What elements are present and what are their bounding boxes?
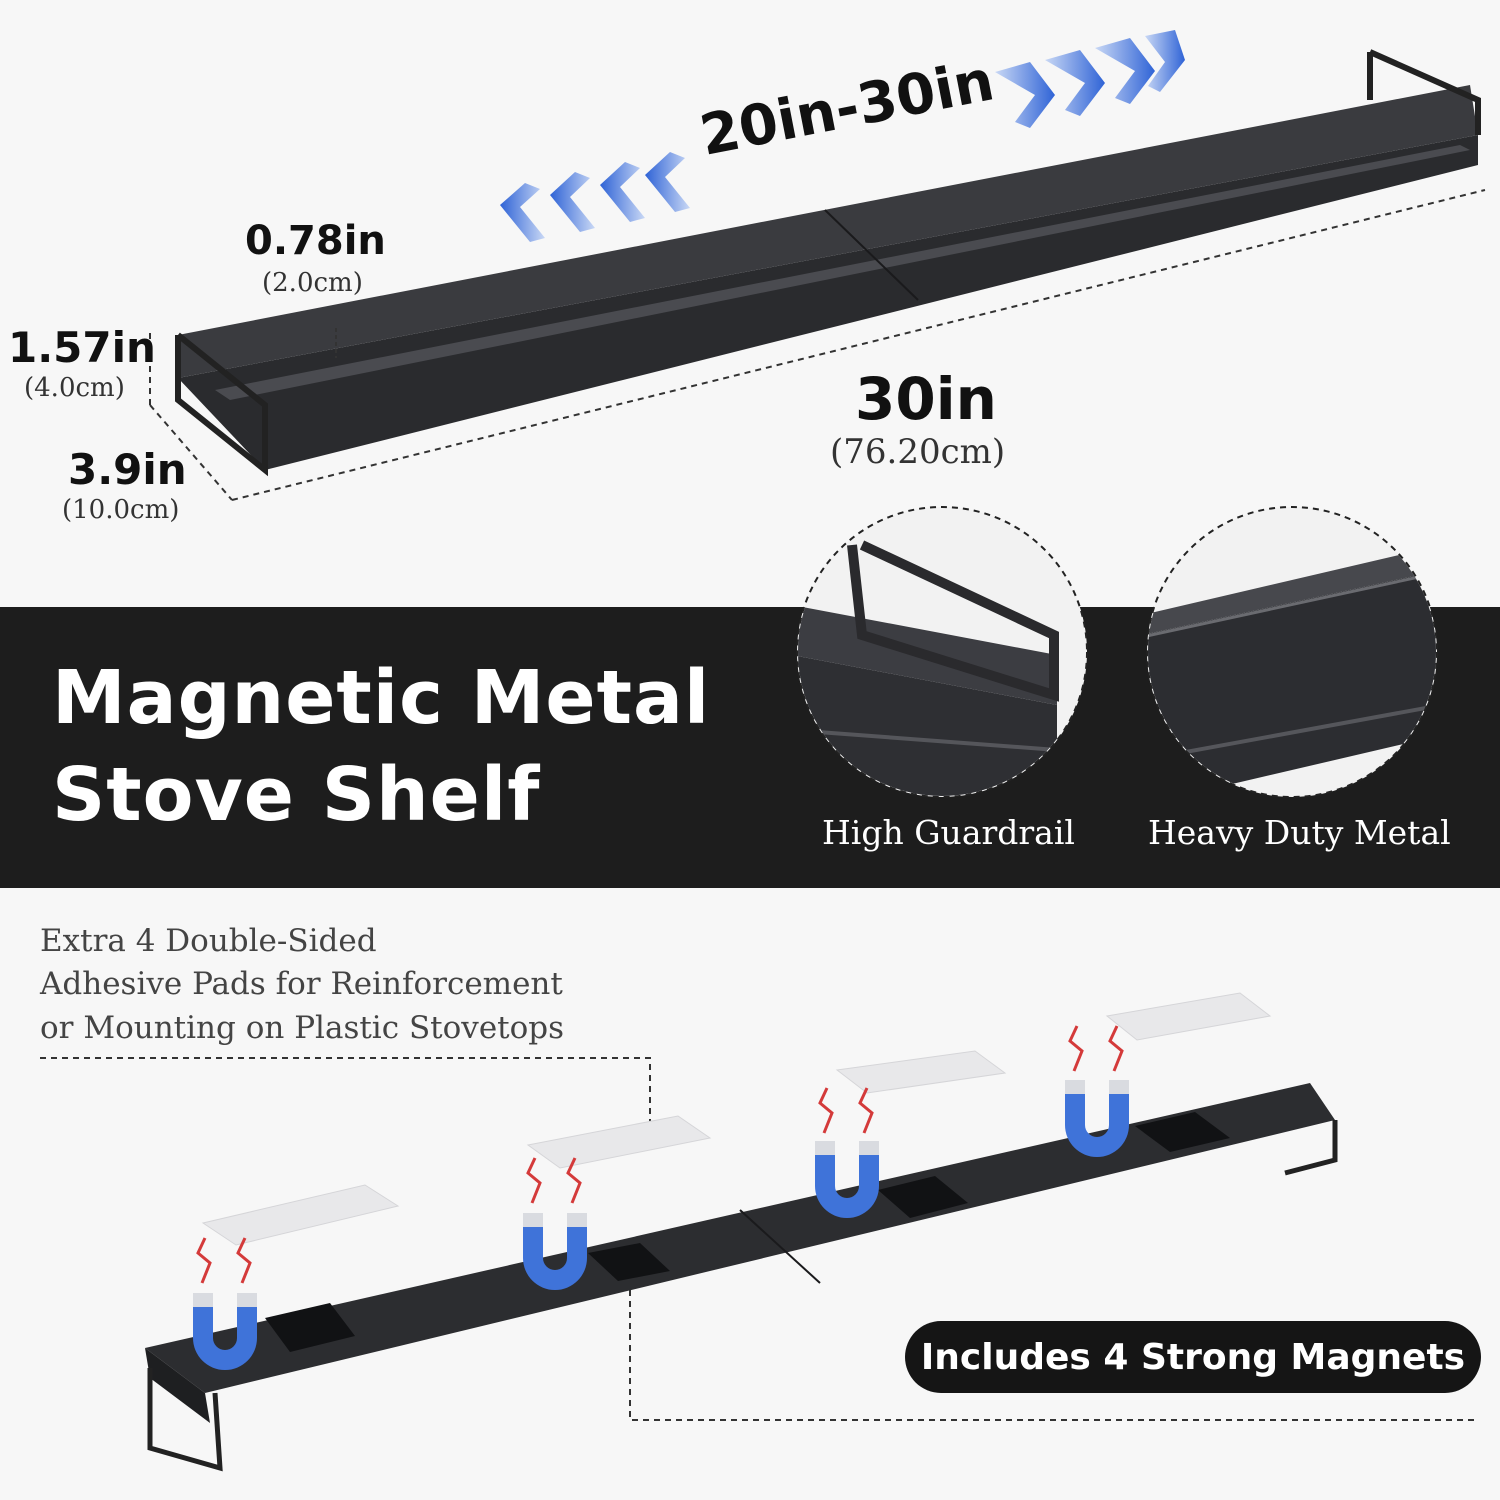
length-value: 30in bbox=[855, 365, 997, 433]
guardrail-closeup-icon bbox=[796, 506, 1088, 798]
magnetic-force-icons bbox=[196, 1025, 1124, 1284]
adhesive-pads bbox=[201, 992, 1272, 1246]
magnet-icons bbox=[193, 1080, 1129, 1370]
adhesive-note-line-2: Adhesive Pads for Reinforcement bbox=[40, 966, 563, 1002]
rail-height-metric: (2.0cm) bbox=[262, 268, 363, 298]
magnet-illustration bbox=[40, 992, 1475, 1472]
metal-closeup-icon bbox=[1146, 506, 1438, 798]
rail-height-value: 0.78in bbox=[245, 218, 386, 264]
depth-value: 3.9in bbox=[68, 445, 187, 494]
back-height-value: 1.57in bbox=[8, 323, 156, 372]
black-pads bbox=[265, 1112, 1230, 1352]
shrink-arrows-icon bbox=[500, 152, 690, 242]
adhesive-note-line-3: or Mounting on Plastic Stovetops bbox=[40, 1010, 565, 1046]
feature-label-guardrail: High Guardrail bbox=[822, 813, 1075, 852]
magnets-included-badge: Includes 4 Strong Magnets bbox=[905, 1321, 1481, 1393]
feature-label-metal: Heavy Duty Metal bbox=[1148, 813, 1451, 852]
shelf-illustration bbox=[149, 30, 1486, 501]
length-metric: (76.20cm) bbox=[830, 432, 1006, 472]
title-line-1: Magnetic Metal bbox=[52, 655, 711, 741]
adhesive-note-line-1: Extra 4 Double-Sided bbox=[40, 923, 377, 959]
extend-arrows-icon bbox=[995, 30, 1185, 128]
shelf-base-drawing bbox=[145, 1083, 1338, 1472]
dimension-lines bbox=[149, 189, 1486, 501]
shelf-drawing bbox=[175, 49, 1481, 477]
back-height-metric: (4.0cm) bbox=[24, 373, 125, 403]
title-line-2: Stove Shelf bbox=[52, 752, 541, 838]
depth-metric: (10.0cm) bbox=[62, 495, 180, 525]
